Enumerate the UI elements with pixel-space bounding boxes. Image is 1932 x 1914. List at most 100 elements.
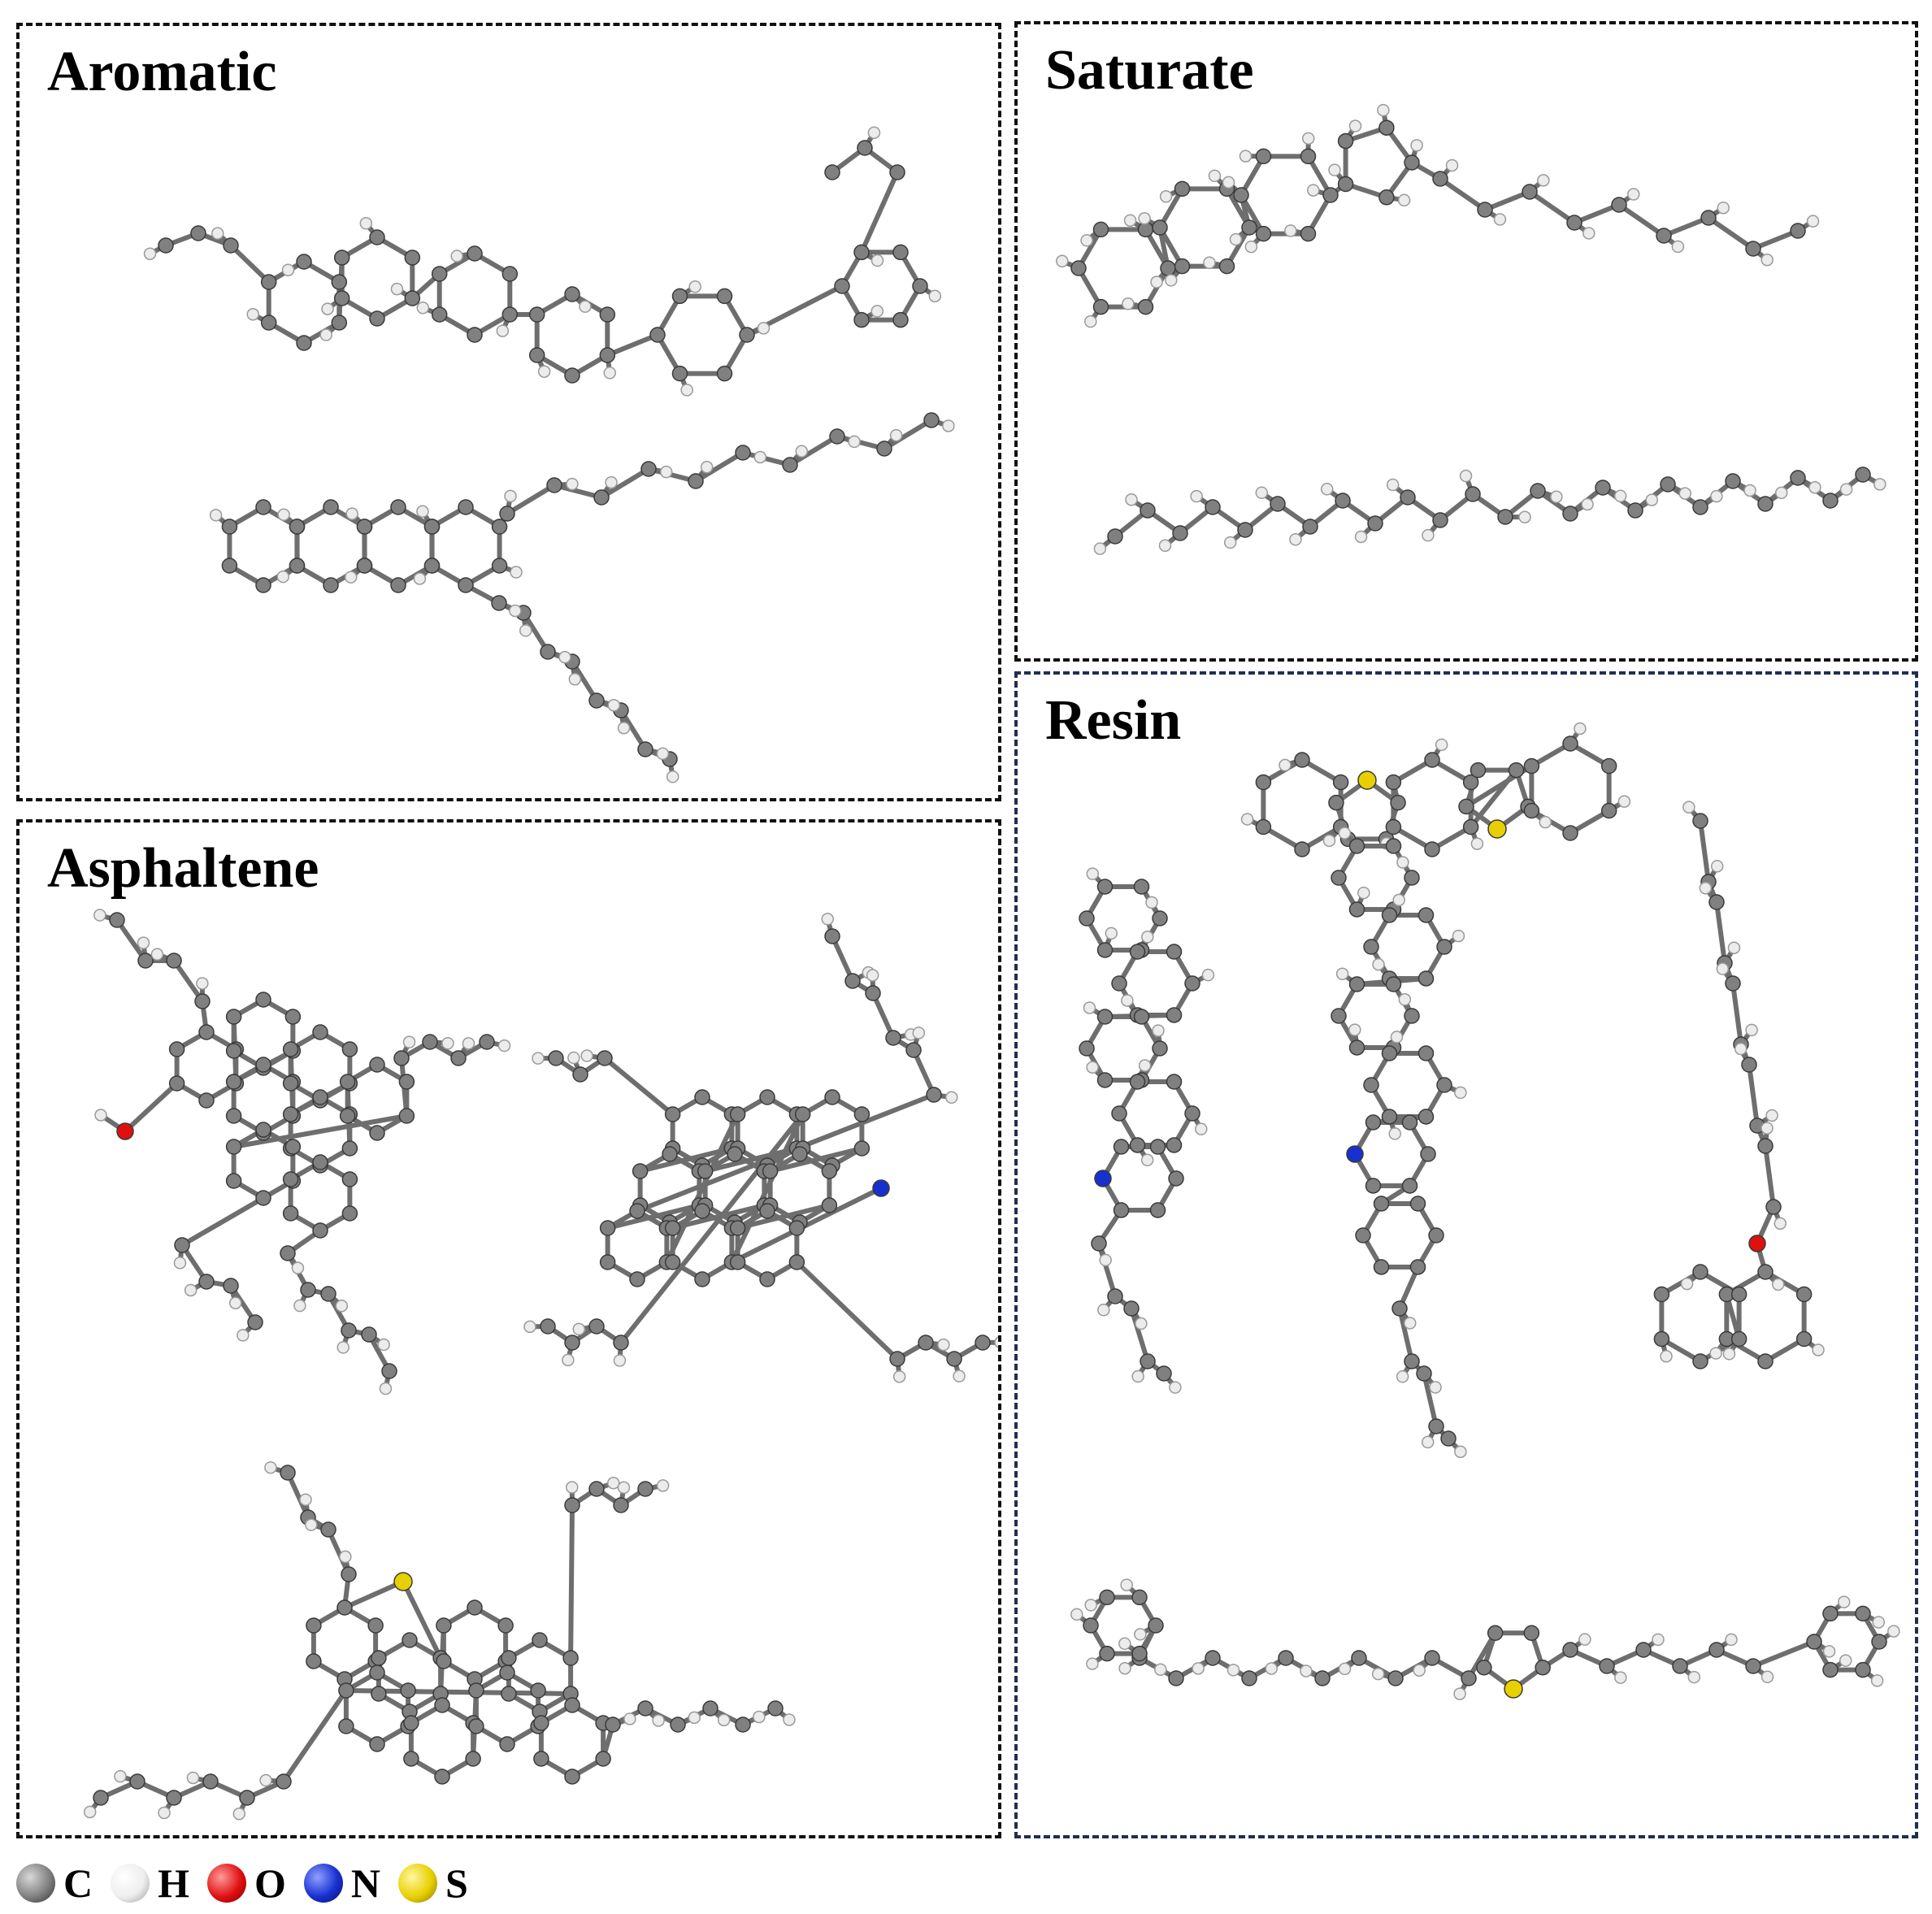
hydrogen-atom — [1652, 1633, 1665, 1647]
hydrogen-atom — [390, 282, 404, 296]
carbon-atom — [255, 1122, 271, 1138]
bond — [911, 1048, 936, 1097]
carbon-atom — [1331, 1008, 1347, 1024]
atom-legend: C H O N S — [16, 1855, 486, 1912]
bond — [605, 332, 660, 358]
hydrogen-atom — [1716, 962, 1730, 975]
hydrogen-atom — [1774, 486, 1788, 500]
carbon-atom — [336, 1599, 353, 1616]
hydrogen-atom — [870, 254, 884, 267]
hydrogen-atom — [1873, 478, 1886, 491]
carbon-atom — [1432, 512, 1448, 528]
carbon-atom — [1367, 515, 1383, 532]
carbon-atom — [1373, 1196, 1390, 1212]
carbon-atom — [637, 1481, 653, 1497]
carbon-atom — [1174, 258, 1191, 275]
carbon-atom — [1708, 894, 1725, 910]
carbon-atom — [306, 1617, 322, 1634]
hydrogen-atom — [1190, 489, 1203, 503]
carbon-atom — [225, 1108, 242, 1124]
hydrogen-atom — [259, 1773, 272, 1787]
hydrogen-atom — [1201, 968, 1215, 982]
carbon-atom — [1205, 499, 1221, 515]
bond — [870, 991, 896, 1040]
carbon-atom — [1255, 774, 1272, 791]
carbon-atom — [1757, 1264, 1774, 1280]
carbon-atom — [1149, 1139, 1166, 1155]
carbon-atom — [1391, 1300, 1408, 1317]
carbon-atom — [892, 244, 909, 261]
carbon-atom — [341, 1205, 358, 1222]
bond — [635, 1092, 936, 1213]
carbon-atom — [1424, 1650, 1440, 1666]
carbon-atom — [398, 1108, 415, 1124]
hydrogen-atom — [186, 1771, 200, 1785]
nitrogen-atom — [1346, 1145, 1364, 1163]
hydrogen-atom — [1390, 1031, 1404, 1044]
hydrogen-atom — [1255, 486, 1269, 500]
carbon-atom — [338, 1682, 354, 1699]
carbon-atom — [926, 1087, 942, 1103]
carbon-atom — [1378, 189, 1395, 206]
hydrogen-atom — [299, 1493, 312, 1506]
carbon-atom — [225, 1139, 242, 1155]
carbon-atom — [1133, 1009, 1150, 1025]
hydrogen-atom — [509, 604, 522, 618]
carbon-atom — [1152, 1040, 1168, 1057]
hydrogen-atom — [264, 1460, 277, 1474]
carbon-atom — [1129, 1074, 1146, 1090]
hydrogen-atom — [1388, 1127, 1401, 1140]
bond — [1483, 189, 1532, 212]
carbon-atom — [501, 266, 519, 282]
carbon-atom — [853, 311, 870, 328]
carbon-atom — [320, 1521, 336, 1538]
hydrogen-atom — [605, 475, 618, 489]
hydrogen-atom — [143, 247, 157, 260]
carbon-atom — [1404, 1353, 1420, 1369]
hydrogen-atom — [1083, 1001, 1096, 1014]
carbon-atom — [792, 1146, 808, 1162]
hydrogen-atom — [1581, 497, 1594, 511]
carbon-atom — [564, 1697, 580, 1713]
hydrogen-atom — [379, 1382, 393, 1395]
carbon-atom — [1070, 260, 1087, 276]
carbon-atom — [1795, 1286, 1813, 1303]
carbon-atom — [284, 1009, 302, 1025]
sulfur-atom — [393, 1572, 413, 1591]
hydrogen-atom — [462, 1037, 475, 1050]
hydrogen-atom — [1099, 1253, 1112, 1267]
carbon-atom — [491, 595, 507, 611]
carbon-atom — [1420, 1146, 1436, 1162]
carbon-atom — [1113, 1202, 1130, 1218]
carbon-atom — [501, 1650, 517, 1666]
carbon-atom — [1672, 1658, 1688, 1674]
carbon-atom — [889, 1351, 905, 1367]
carbon-atom — [1152, 910, 1168, 927]
hydrogen-atom — [497, 1039, 511, 1052]
resin-molecule-5 — [1070, 1578, 1900, 1700]
hydrogen-atom — [1743, 484, 1756, 497]
carbon-atom — [876, 441, 892, 457]
carbon-atom — [1404, 870, 1420, 886]
carbon-atom — [857, 140, 873, 156]
hydrogen-atom — [1240, 813, 1254, 826]
carbon-atom — [759, 1203, 775, 1219]
carbon-atom — [1131, 1589, 1148, 1606]
hydrogen-atom — [345, 507, 358, 520]
carbon-atom — [398, 1074, 415, 1090]
hydrogen-atom — [1812, 1343, 1825, 1356]
sulfur-atom — [1357, 770, 1377, 790]
carbon-atom — [338, 1718, 354, 1734]
carbon-atom — [1385, 838, 1402, 854]
saturate-title: Saturate — [1045, 39, 1254, 102]
carbon-atom — [491, 558, 508, 574]
hydrogen-atom — [1195, 1122, 1208, 1135]
carbon-atom — [640, 461, 657, 477]
bond — [123, 1081, 180, 1134]
carbon-atom — [306, 1653, 322, 1669]
carbon-atom — [341, 1041, 358, 1057]
carbon-atom — [497, 1617, 514, 1634]
carbon-atom — [1373, 1259, 1390, 1275]
hydrogen-atom — [656, 747, 670, 761]
hydrogen-atom — [566, 477, 579, 491]
